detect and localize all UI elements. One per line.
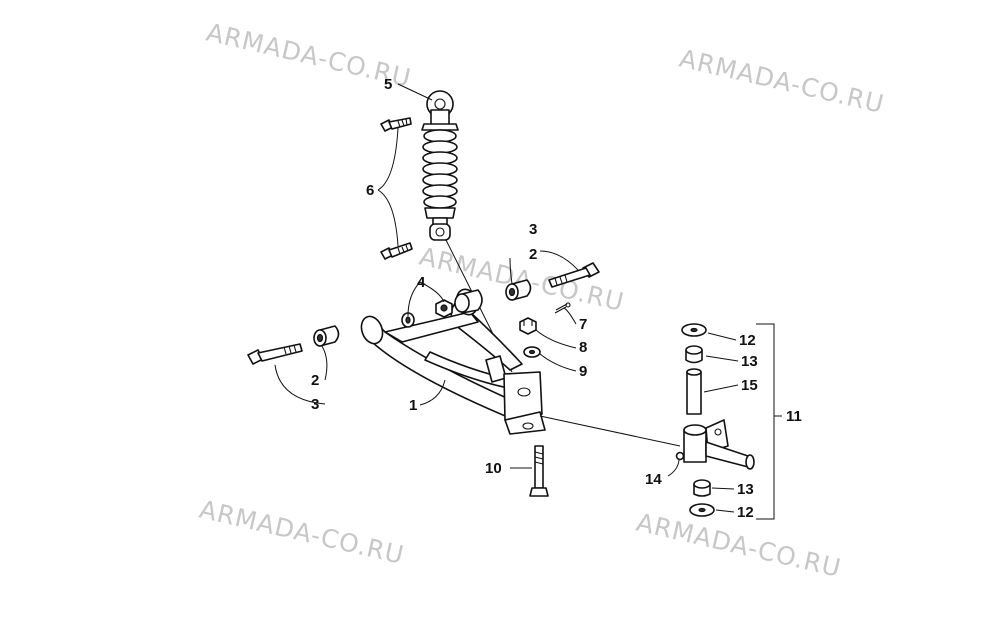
callout-6: 6 <box>366 182 374 199</box>
leader-lines <box>274 83 782 520</box>
nut-4 <box>435 299 453 318</box>
grease-fitting-14 <box>675 451 685 461</box>
spindle-knuckle <box>683 419 755 470</box>
callout-11: 11 <box>786 408 802 425</box>
watermark-top-left: ARMADA-CO.RU <box>204 18 414 93</box>
callout-8: 8 <box>579 339 587 356</box>
a-arm <box>360 288 681 447</box>
shock-bolt-upper <box>380 117 412 132</box>
shock-bolt-lower <box>380 242 413 260</box>
arm-bolt-right <box>548 262 600 288</box>
callout-5: 5 <box>384 76 392 93</box>
bushing-left <box>313 325 340 347</box>
bushing-mid <box>454 289 483 314</box>
callout-1: 1 <box>409 397 417 414</box>
callout-3-left: 3 <box>311 396 319 413</box>
spacer-12-top <box>681 323 707 337</box>
callout-4: 4 <box>417 274 426 291</box>
watermarks: ARMADA-CO.RU ARMADA-CO.RU ARMADA-CO.RU A… <box>197 18 887 583</box>
spacer-12-bottom <box>689 503 715 517</box>
castle-nut <box>519 317 537 335</box>
sleeve-15 <box>686 368 702 415</box>
spindle-assembly <box>675 323 755 517</box>
callout-7: 7 <box>579 316 587 333</box>
callout-15: 15 <box>741 377 758 394</box>
bushing-13-bottom <box>693 479 711 497</box>
bushing-13-top <box>685 345 703 364</box>
callout-14: 14 <box>645 471 662 488</box>
callout-13-top: 13 <box>741 353 758 370</box>
washer-9 <box>523 346 541 358</box>
arm-bolt-left <box>247 343 303 365</box>
watermark-bottom-left: ARMADA-CO.RU <box>197 495 407 570</box>
watermark-top-right: ARMADA-CO.RU <box>677 44 887 119</box>
pivot-bolt <box>529 445 549 497</box>
callout-12-bottom: 12 <box>737 504 754 521</box>
callout-12-top: 12 <box>739 332 756 349</box>
shock-spring <box>422 129 458 209</box>
callout-13-bottom: 13 <box>737 481 754 498</box>
callout-2-right: 2 <box>529 246 537 263</box>
shock-absorber <box>421 90 513 373</box>
callout-2-left: 2 <box>311 372 319 389</box>
bushing-right <box>505 279 532 301</box>
callout-9: 9 <box>579 363 587 380</box>
callout-10: 10 <box>485 460 502 477</box>
callout-numbers: 5 6 3 2 4 7 8 9 2 3 1 10 12 13 15 11 14 … <box>311 76 802 521</box>
shock-bolts <box>380 117 413 260</box>
callout-3-right: 3 <box>529 221 537 238</box>
